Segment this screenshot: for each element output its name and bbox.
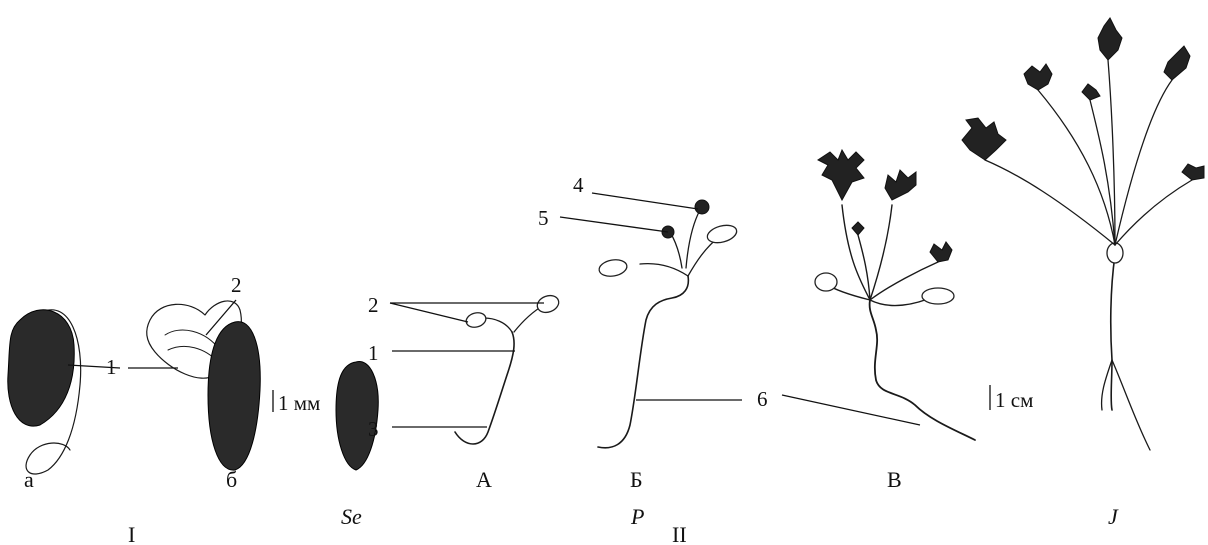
seedling-stage-j-drawing bbox=[962, 18, 1204, 450]
callout-5-label: 5 bbox=[538, 206, 549, 230]
seedling-stage-b-drawing bbox=[598, 200, 739, 448]
leader-6-right bbox=[782, 395, 920, 425]
leader-5-stage-b bbox=[560, 217, 668, 232]
callout-2-label: 2 bbox=[368, 293, 379, 317]
callout-1-label: 1 bbox=[368, 341, 379, 365]
callout-1-label: 1 bbox=[106, 355, 117, 379]
stage-v-label: В bbox=[887, 467, 902, 492]
cm-scale-label: 1 см bbox=[995, 388, 1033, 412]
sublabel-a: а bbox=[24, 467, 34, 492]
period-p-label: P bbox=[630, 504, 644, 529]
leader-2-a1 bbox=[390, 303, 468, 322]
fruit-se-drawing bbox=[336, 362, 378, 470]
period-se-label: Se bbox=[341, 504, 362, 529]
seedling-stage-a-drawing bbox=[455, 293, 561, 444]
callout-3-label: 3 bbox=[368, 417, 379, 441]
group-one-label: I bbox=[128, 522, 135, 545]
period-j-label: J bbox=[1108, 504, 1119, 529]
callout-2-label: 2 bbox=[231, 273, 242, 297]
sublabel-b: б bbox=[226, 467, 237, 492]
fruit-b-drawing bbox=[147, 301, 261, 470]
leader-4-stage-b bbox=[592, 193, 698, 209]
mm-scale-label: 1 мм bbox=[278, 391, 320, 415]
callout-6-label: 6 bbox=[757, 387, 768, 411]
callout-4-label: 4 bbox=[573, 173, 584, 197]
group-two-label: II bbox=[672, 522, 687, 545]
seedling-stage-v-drawing bbox=[815, 150, 975, 440]
stage-a-label: А bbox=[476, 467, 492, 492]
stage-b-label: Б bbox=[630, 467, 643, 492]
fruit-a-drawing bbox=[8, 310, 81, 474]
